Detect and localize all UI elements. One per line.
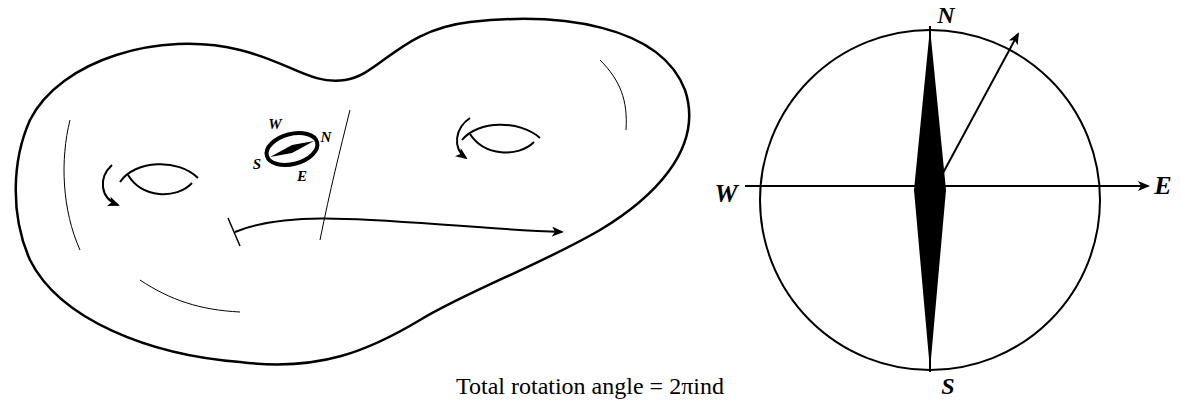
surface-outline (16, 19, 689, 364)
compass-letter: N (321, 130, 332, 145)
tangent-vector-path (235, 219, 562, 232)
small-compass-needle (270, 141, 314, 157)
compass-letter: E (1154, 173, 1171, 199)
compass-letter: N (937, 3, 954, 27)
compass-needle (914, 28, 946, 370)
left-handle-curl (103, 165, 118, 205)
shading-line (64, 120, 80, 250)
shading-line (600, 60, 626, 130)
right-hole-lip (470, 134, 534, 152)
compass-letter: E (297, 169, 307, 184)
shading-line (140, 280, 240, 312)
caption: Total rotation angle = 2πind (456, 374, 724, 398)
compass-letter: S (941, 374, 954, 398)
compass-letter: W (268, 117, 281, 132)
small-compass-ring (263, 128, 321, 170)
compass-letter: S (253, 157, 261, 172)
left-hole-lip (128, 175, 192, 194)
compass-letter: W (714, 181, 737, 207)
vector-start-mark (228, 218, 240, 246)
west-east-axis (745, 185, 1148, 187)
right-handle-curl (457, 118, 470, 158)
rotated-vector (936, 34, 1018, 186)
shading-line (320, 110, 350, 240)
